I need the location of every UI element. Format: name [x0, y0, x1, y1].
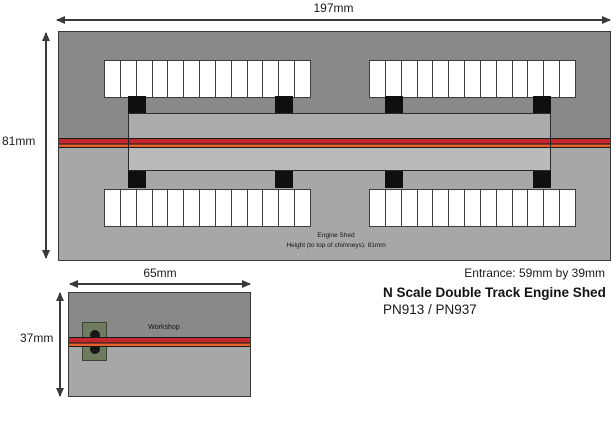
skylight-row-top-left [104, 60, 311, 98]
shed-caption-height: Height (to top of chimneys): 81mm [286, 242, 386, 249]
chimney-pot [89, 330, 100, 340]
skylight-pane [560, 61, 575, 97]
skylight-pane [417, 190, 433, 226]
skylight-pane [433, 190, 449, 226]
skylight-pane [215, 190, 231, 226]
skylight-pane [105, 190, 120, 226]
skylight-pane [152, 190, 168, 226]
skylight-pane [385, 190, 401, 226]
workshop-track-line [69, 337, 250, 347]
skylight-pane [200, 61, 215, 97]
chimney [128, 96, 146, 113]
skylight-pane [247, 61, 263, 97]
skylight-pane [215, 61, 231, 97]
chimney-pot [89, 344, 100, 354]
shed-width-dimension-label: 197mm [313, 1, 354, 15]
skylight-pane [449, 61, 465, 97]
chimney [385, 96, 403, 113]
skylight-pane [168, 61, 184, 97]
skylight-pane [263, 190, 279, 226]
chimney [275, 96, 293, 113]
double-track-line [59, 138, 610, 148]
skylight-pane [496, 190, 512, 226]
workshop-label: Workshop [148, 324, 180, 331]
shed-caption: Engine Shed Height (to top of chimneys):… [206, 231, 466, 251]
workshop-width-dimension-arrow [69, 279, 251, 288]
skylight-pane [417, 61, 433, 97]
workshop-width-dimension-label: 65mm [143, 266, 177, 280]
skylight-row-bottom-left [104, 189, 311, 227]
skylight-pane [512, 190, 528, 226]
skylight-pane [279, 61, 295, 97]
chimney [128, 171, 146, 188]
skylight-pane [480, 61, 496, 97]
skylight-pane [385, 61, 401, 97]
skylight-pane [231, 190, 247, 226]
skylight-pane [136, 61, 152, 97]
workshop-height-dimension-label: 37mm [20, 331, 54, 345]
skylight-pane [449, 190, 465, 226]
workshop-top-view: Workshop [68, 292, 251, 397]
skylight-pane [370, 190, 385, 226]
chimney [275, 171, 293, 188]
skylight-pane [528, 190, 544, 226]
skylight-pane [401, 190, 417, 226]
skylight-pane [136, 190, 152, 226]
entrance-dimensions-text: Entrance: 59mm by 39mm [464, 266, 605, 280]
skylight-pane [168, 190, 184, 226]
skylight-pane [528, 61, 544, 97]
product-title: N Scale Double Track Engine Shed [383, 285, 606, 300]
chimney [533, 96, 551, 113]
skylight-pane [465, 190, 480, 226]
skylight-pane [465, 61, 480, 97]
skylight-pane [295, 61, 310, 97]
chimney [385, 171, 403, 188]
skylight-pane [231, 61, 247, 97]
product-codes: PN913 / PN937 [383, 302, 477, 317]
skylight-pane [370, 61, 385, 97]
skylight-pane [152, 61, 168, 97]
skylight-pane [560, 190, 575, 226]
shed-wall-line [549, 136, 551, 150]
shed-wall-line [127, 136, 129, 150]
shed-caption-name: Engine Shed [317, 232, 355, 239]
skylight-pane [247, 190, 263, 226]
shed-width-dimension-arrow [56, 15, 611, 24]
chimney [533, 171, 551, 188]
skylight-pane [401, 61, 417, 97]
skylight-pane [480, 190, 496, 226]
skylight-pane [512, 61, 528, 97]
workshop-height-dimension-arrow [55, 292, 64, 397]
skylight-row-bottom-right [369, 189, 576, 227]
skylight-pane [544, 61, 560, 97]
skylight-pane [184, 61, 200, 97]
shed-height-dimension-label: 81mm [2, 134, 36, 148]
skylight-pane [184, 190, 200, 226]
skylight-pane [105, 61, 120, 97]
skylight-pane [120, 190, 136, 226]
shed-height-dimension-arrow [41, 32, 50, 259]
skylight-pane [279, 190, 295, 226]
skylight-pane [295, 190, 310, 226]
skylight-pane [433, 61, 449, 97]
skylight-pane [544, 190, 560, 226]
skylight-pane [263, 61, 279, 97]
engine-shed-top-view: Engine Shed Height (to top of chimneys):… [58, 31, 611, 261]
skylight-pane [200, 190, 215, 226]
skylight-pane [120, 61, 136, 97]
skylight-row-top-right [369, 60, 576, 98]
skylight-pane [496, 61, 512, 97]
